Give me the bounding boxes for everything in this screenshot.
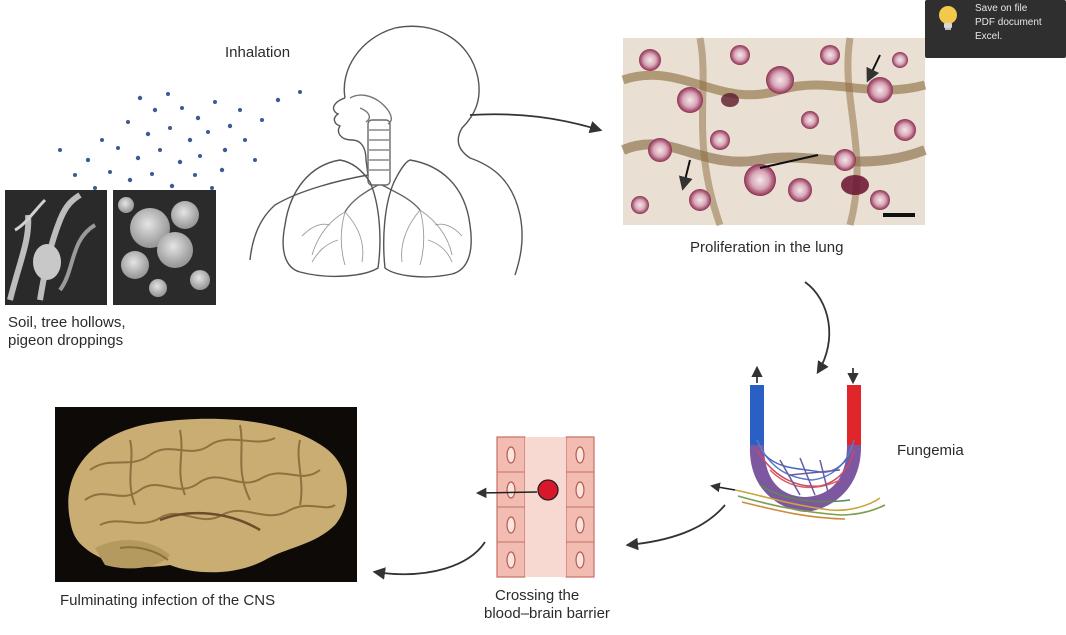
capillary-bed-illustration — [712, 368, 885, 519]
lung-tissue-micrograph — [623, 38, 925, 225]
arrow-to-bbb — [628, 505, 725, 545]
notification-line1: Save on file — [975, 2, 1027, 15]
notification-line2: PDF document — [975, 16, 1042, 29]
hyphae-micrograph — [5, 190, 107, 305]
arrow-to-lung-tissue — [470, 114, 600, 130]
yeast-micrograph — [113, 190, 216, 305]
bbb-label-line2: blood–brain barrier — [484, 604, 610, 624]
source-label-line2: pigeon droppings — [8, 331, 123, 351]
fungemia-label: Fungemia — [897, 441, 964, 461]
arrow-to-cns — [375, 542, 485, 574]
cns-label: Fulminating infection of the CNS — [60, 591, 275, 611]
proliferation-label: Proliferation in the lung — [690, 238, 843, 258]
head-and-lungs-illustration — [250, 26, 522, 277]
brain-photo — [55, 407, 357, 582]
lightbulb-icon — [935, 4, 961, 34]
source-label-line1: Soil, tree hollows, — [8, 313, 126, 333]
inhalation-label: Inhalation — [225, 43, 290, 63]
spore-dots — [58, 90, 302, 190]
notification-line3: Excel. — [975, 30, 1002, 43]
bbb-label-line1: Crossing the — [495, 586, 579, 606]
arrow-to-fungemia — [805, 282, 829, 372]
blood-brain-barrier-illustration — [478, 437, 594, 577]
notification-toast[interactable]: Save on file PDF document Excel. — [925, 0, 1066, 58]
